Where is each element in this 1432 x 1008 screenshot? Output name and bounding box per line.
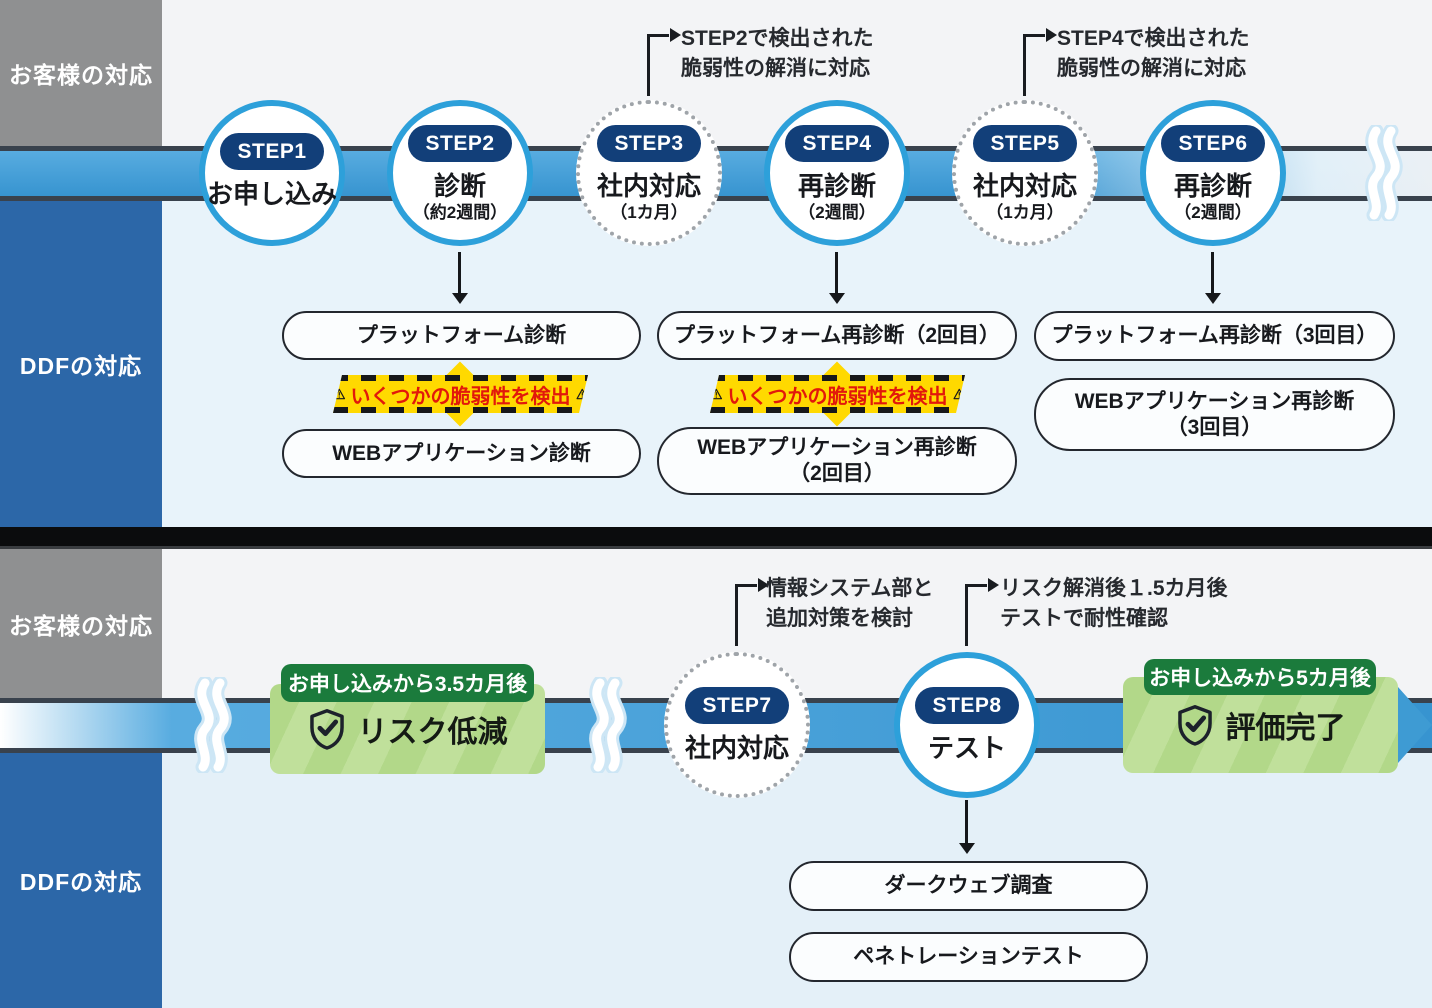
box-label: WEBアプリケーション再診断 [1074,389,1355,413]
arrow-down-icon [1205,252,1221,304]
shield-check-icon [1177,705,1212,746]
customer-lane-label: お客様の対応 [9,62,153,88]
step-title: 再診断 [797,170,876,201]
box-label: プラットフォーム再診断（2回目） [673,323,1001,347]
platform-diagnosis-box: プラットフォーム診断 [282,311,641,360]
annotation-line: テストで耐性確認 [1000,607,1168,630]
step-badge: STEP1 [220,133,324,171]
milestone-timing-pill: お申し込みから3.5カ月後 [281,664,534,702]
step1-node: STEP1 お申し込み [199,100,345,246]
step-duration: （1カ月） [986,203,1064,223]
step-badge: STEP3 [597,124,701,162]
step-badge: STEP2 [408,124,512,162]
box-label: ダークウェブ調査 [884,874,1053,897]
phase1-ddf-lane: DDFの対応 [0,201,162,527]
arrow-down-icon [959,800,975,854]
annotation-line: 追加対策を検討 [766,607,913,630]
box-label: （3回目） [1166,415,1263,439]
step-title: 社内対応 [684,733,789,764]
shield-check-icon [309,709,344,750]
dark-web-research-box: ダークウェブ調査 [789,861,1148,911]
elbow-arrow-icon [647,28,681,96]
warning-text: いくつかの脆弱性を検出 [350,385,571,408]
ddf-lane-label: DDFの対応 [19,869,143,895]
step-title: お申し込み [206,179,337,210]
annotation-line: リスク解消後１.5カ月後 [1000,577,1228,600]
phase-divider [0,527,1432,549]
annotation-step3: STEP2で検出された 脆弱性の解消に対応 [681,24,874,84]
step-title: 社内対応 [596,170,701,201]
box-label: プラットフォーム診断 [356,323,567,347]
step-title: テスト [927,733,1006,764]
phase2-ddf-lane: DDFの対応 [0,752,162,1008]
step-duration: （約2週間） [412,203,508,223]
step8-node: STEP8 テスト [894,652,1040,798]
penetration-test-box: ペネトレーションテスト [789,932,1148,982]
warning-text: いくつかの脆弱性を検出 [727,385,948,408]
platform-rediagnosis2-box: プラットフォーム再診断（2回目） [657,311,1017,360]
step5-node: STEP5 社内対応 （1カ月） [952,100,1098,246]
web-app-diagnosis-box: WEBアプリケーション診断 [282,429,641,478]
annotation-step5: STEP4で検出された 脆弱性の解消に対応 [1057,24,1250,84]
vulnerability-warning-tape: いくつかの脆弱性を検出 [333,375,588,413]
box-label: WEBアプリケーション再診断 [697,436,977,459]
step7-node: STEP7 社内対応 [664,652,810,798]
phase2-customer-lane: お客様の対応 [0,549,162,698]
web-app-rediagnosis2-box: WEBアプリケーション再診断 （2回目） [657,427,1017,495]
annotation-line: STEP2で検出された [681,27,874,50]
box-label: WEBアプリケーション診断 [332,441,591,465]
annotation-line: STEP4で検出された [1057,27,1250,50]
milestone-timing-pill: お申し込みから5カ月後 [1144,659,1376,695]
step-duration: （1カ月） [610,203,688,223]
vulnerability-warning-tape: いくつかの脆弱性を検出 [710,375,965,413]
step4-node: STEP4 再診断 （2週間） [764,100,910,246]
step6-node: STEP6 再診断 （2週間） [1140,100,1286,246]
annotation-step7: 情報システム部と 追加対策を検討 [766,574,933,634]
arrow-down-icon [452,252,468,304]
arrow-down-icon [829,252,845,304]
milestone-timing: お申し込みから5カ月後 [1149,667,1371,690]
step-badge: STEP8 [915,687,1019,725]
box-label: プラットフォーム再診断（3回目） [1051,324,1378,347]
step3-node: STEP3 社内対応 （1カ月） [576,100,722,246]
step-badge: STEP6 [1161,124,1265,162]
step-title: 診断 [433,170,486,201]
step-duration: （2週間） [798,203,876,223]
timeline-end-arrow-icon [1398,687,1432,763]
annotation-step8: リスク解消後１.5カ月後 テストで耐性確認 [1000,574,1228,634]
milestone-label: 評価完了 [1225,712,1346,745]
milestone-label: リスク低減 [357,716,508,749]
annotation-line: 脆弱性の解消に対応 [681,57,870,80]
step-badge: STEP5 [973,124,1077,162]
band-break-squiggle-icon [194,677,232,773]
band-break-squiggle-icon [589,677,627,773]
customer-lane-label: お客様の対応 [9,612,153,639]
step-title: 再診断 [1173,170,1252,201]
box-label: ペネトレーションテスト [853,945,1084,968]
box-label: （2回目） [789,462,885,485]
elbow-arrow-icon [735,578,769,646]
step-badge: STEP4 [785,124,889,162]
ddf-lane-label: DDFの対応 [19,353,143,379]
web-app-rediagnosis3-box: WEBアプリケーション再診断 （3回目） [1034,378,1395,451]
annotation-line: 情報システム部と [766,577,934,600]
step-duration: （2週間） [1174,203,1252,223]
elbow-arrow-icon [1023,28,1057,96]
phase1-customer-lane: お客様の対応 [0,0,162,146]
platform-rediagnosis3-box: プラットフォーム再診断（3回目） [1034,311,1395,361]
milestone-timing: お申し込みから3.5カ月後 [287,673,528,696]
band-break-squiggle-icon [1365,125,1403,221]
annotation-line: 脆弱性の解消に対応 [1057,57,1246,80]
step-badge: STEP7 [685,687,789,725]
step2-node: STEP2 診断 （約2週間） [387,100,533,246]
elbow-arrow-icon [965,578,999,646]
step-title: 社内対応 [972,170,1077,201]
